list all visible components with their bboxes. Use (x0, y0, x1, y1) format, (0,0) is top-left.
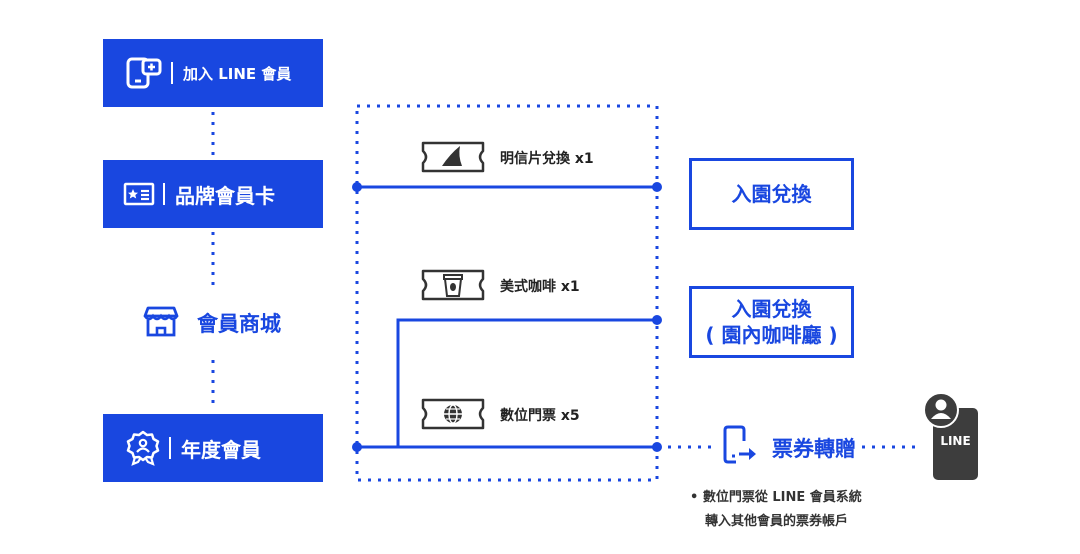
globe-icon (444, 404, 462, 424)
ticket-coffee-label: 美式咖啡 x1 (500, 279, 580, 295)
ticket-postcard-label: 明信片兌換 x1 (500, 151, 594, 167)
phone-add-icon (125, 56, 163, 90)
annual-member-label: 年度會員 (181, 437, 261, 462)
ticket-digital-label: 數位門票 x5 (500, 408, 580, 424)
connector-dot (352, 442, 362, 452)
transfer-label: 票券轉贈 (772, 437, 856, 461)
brand-card-box: 品牌會員卡 (103, 160, 323, 228)
brand-card-label: 品牌會員卡 (175, 183, 275, 208)
shark-fin-icon (442, 146, 462, 166)
coffee-line (396, 318, 657, 447)
award-badge-icon (125, 430, 161, 466)
phone-transfer-icon (722, 425, 758, 471)
connector-dot (652, 442, 662, 452)
join-line-label: 加入 LINE 會員 (183, 64, 292, 83)
shop-item: 會員商城 (143, 304, 281, 342)
join-line-box: 加入 LINE 會員 (103, 39, 323, 107)
connector-dot (652, 182, 662, 192)
redeem-cafe-sublabel: ( 園內咖啡廳 ) (705, 323, 838, 347)
redeem-entry-box: 入園兌換 (689, 158, 854, 230)
connector-dot (652, 315, 662, 325)
ticket-container-border (355, 104, 659, 482)
user-avatar-icon (922, 391, 960, 433)
member-card-icon (123, 182, 155, 206)
footnote-line2: 轉入其他會員的票券帳戶 (705, 514, 849, 529)
footnote-line1: • 數位門票從 LINE 會員系統 (690, 490, 862, 505)
transfer-item: 票券轉贈 (722, 425, 856, 471)
storefront-icon (143, 304, 179, 342)
phone-line-label: LINE (940, 434, 971, 448)
annual-member-box: 年度會員 (103, 414, 323, 482)
coffee-cup-icon (443, 274, 463, 297)
connector-dot (352, 182, 362, 192)
ticket-digital (420, 397, 486, 435)
redeem-entry-label: 入園兌換 (731, 182, 812, 206)
redeem-cafe-box: 入園兌換 ( 園內咖啡廳 ) (689, 286, 854, 358)
ticket-postcard (420, 140, 486, 178)
ticket-coffee (420, 268, 486, 306)
shop-label: 會員商城 (197, 312, 281, 336)
redeem-cafe-label: 入園兌換 (731, 297, 812, 321)
